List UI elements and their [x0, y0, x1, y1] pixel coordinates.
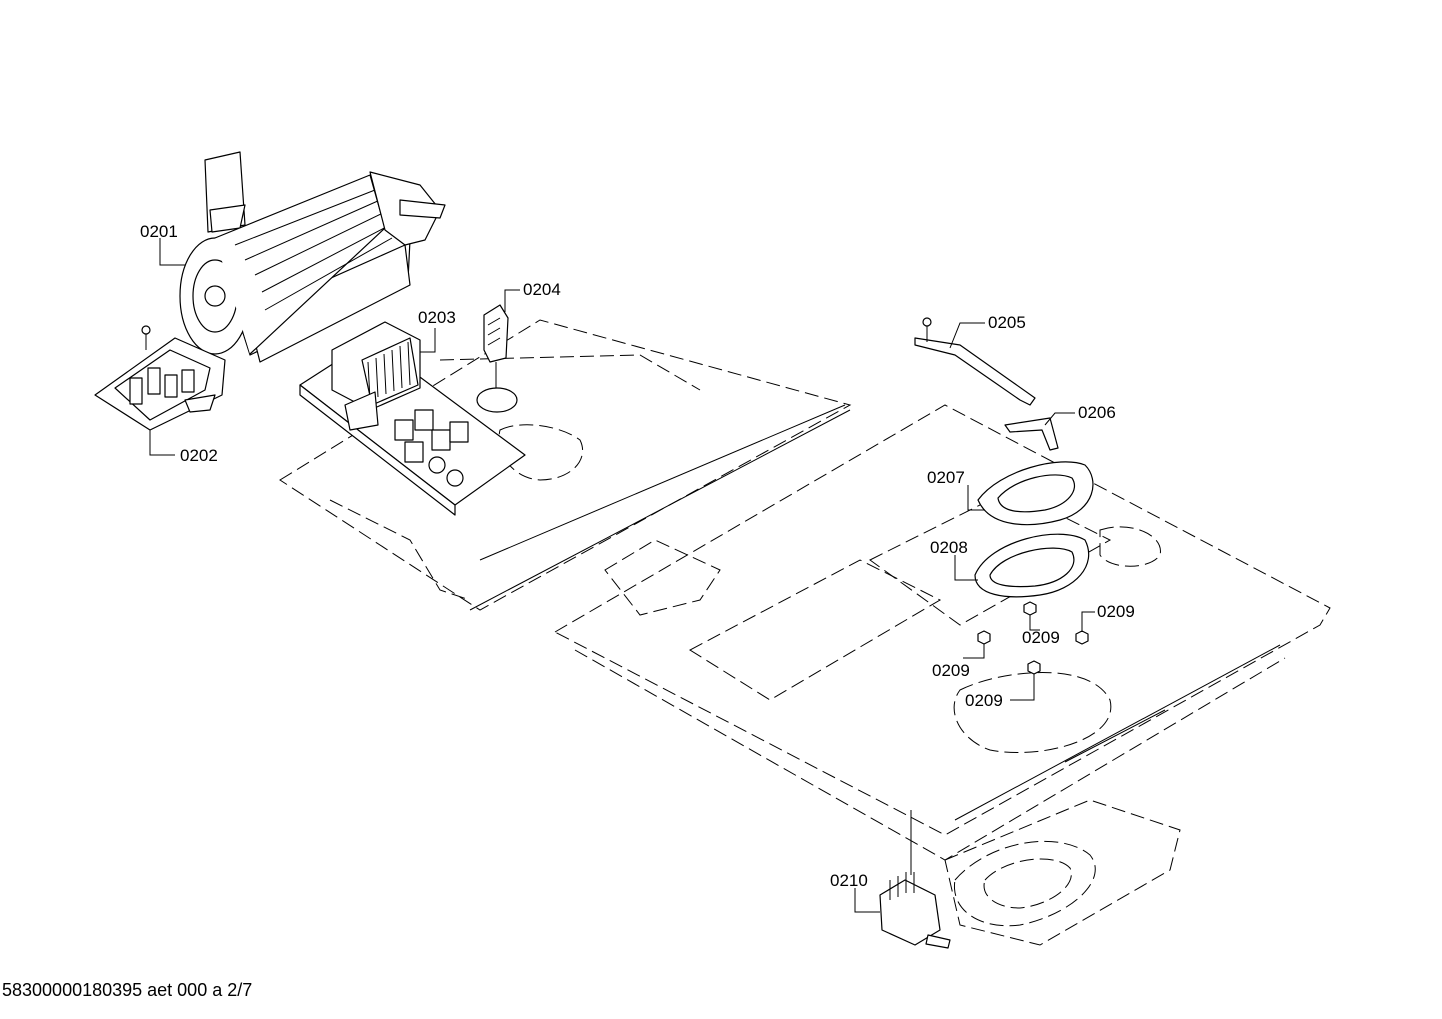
callout-0202: 0202: [180, 446, 218, 465]
control-board: [299, 321, 526, 516]
hex-nuts: [977, 601, 1089, 675]
callout-0209-c: 0209: [1097, 602, 1135, 621]
chassis-left: [279, 319, 852, 611]
fan-motor: [179, 151, 446, 363]
callout-0207: 0207: [927, 468, 965, 487]
callout-0204: 0204: [523, 280, 561, 299]
callout-0210: 0210: [830, 871, 868, 890]
connector-block: [879, 810, 951, 949]
retaining-clip: [1004, 417, 1059, 451]
callout-0209-b: 0209: [932, 661, 970, 680]
callout-0203: 0203: [418, 308, 456, 327]
callout-0206: 0206: [1078, 403, 1116, 422]
mounting-bracket: [914, 317, 1036, 406]
lower-plate: [944, 799, 1181, 946]
terminal-block: [94, 325, 226, 431]
callout-0209-d: 0209: [965, 691, 1003, 710]
temperature-sensor: [476, 304, 518, 413]
callout-0201: 0201: [140, 222, 178, 241]
callout-0209-a: 0209: [1022, 628, 1060, 647]
leader-lines: [149, 238, 1095, 913]
callout-0205: 0205: [988, 313, 1026, 332]
callout-0208: 0208: [930, 538, 968, 557]
oval-cover-plate: [977, 461, 1094, 526]
document-footer-id: 58300000180395 aet 000 a 2/7: [2, 980, 253, 1000]
oval-gasket: [974, 533, 1090, 598]
callout-labels: 0201 0202 0203 0204 0205 0206 0207 0208 …: [140, 222, 1135, 890]
